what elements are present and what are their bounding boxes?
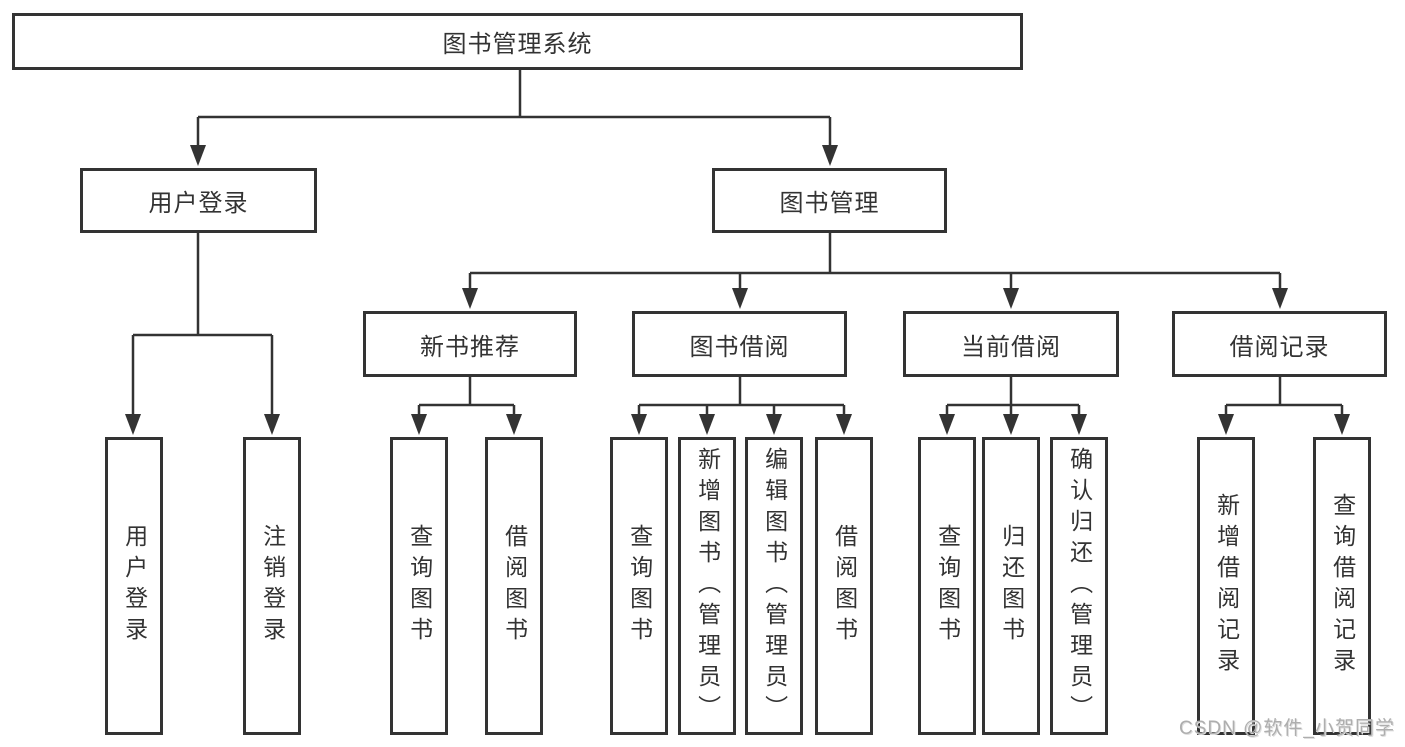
leaf-edit-book-admin: 编辑图书（管理员） — [745, 437, 803, 735]
node-label: 当前借阅 — [961, 333, 1061, 361]
leaf-add-borrow-record: 新增借阅记录 — [1197, 437, 1255, 735]
leaf-label: 注销登录 — [259, 524, 286, 648]
leaf-return-books: 归还图书 — [982, 437, 1040, 735]
node-book-borrowing: 图书借阅 — [632, 311, 847, 377]
leaf-query-borrow-record: 查询借阅记录 — [1313, 437, 1371, 735]
leaf-label: 借阅图书 — [831, 524, 858, 648]
leaf-logout: 注销登录 — [243, 437, 301, 735]
leaf-borrow-books-2: 借阅图书 — [815, 437, 873, 735]
node-book-management: 图书管理 — [712, 168, 947, 233]
leaf-label: 借阅图书 — [501, 524, 528, 648]
node-user-login: 用户登录 — [80, 168, 317, 233]
node-library-management-system: 图书管理系统 — [12, 13, 1023, 70]
connector-book-management-to-level3 — [462, 233, 1288, 309]
watermark-csdn: CSDN @软件_小贺同学 — [1179, 718, 1395, 739]
leaf-label: 新增图书（管理员） — [694, 446, 721, 726]
connector-new-book-to-leaves — [411, 377, 522, 435]
leaf-label: 查询图书 — [626, 524, 653, 648]
node-label: 图书管理系统 — [442, 31, 593, 58]
leaf-label: 确认归还（管理员） — [1066, 446, 1093, 726]
leaf-query-books-1: 查询图书 — [390, 437, 448, 735]
leaf-label: 新增借阅记录 — [1213, 493, 1240, 679]
leaf-borrow-books-1: 借阅图书 — [485, 437, 543, 735]
leaf-label: 用户登录 — [121, 524, 148, 648]
node-label: 图书管理 — [779, 190, 880, 217]
connector-current-borrowing-to-leaves — [939, 377, 1087, 435]
connector-borrow-records-to-leaves — [1218, 377, 1350, 435]
node-new-book-recommendation: 新书推荐 — [363, 311, 577, 377]
leaf-label: 查询借阅记录 — [1329, 493, 1356, 679]
leaf-label: 编辑图书（管理员） — [761, 446, 788, 726]
node-current-borrowing: 当前借阅 — [903, 311, 1119, 377]
leaf-add-book-admin: 新增图书（管理员） — [678, 437, 736, 735]
leaf-confirm-return-admin: 确认归还（管理员） — [1050, 437, 1108, 735]
node-label: 借阅记录 — [1229, 333, 1330, 361]
leaf-label: 归还图书 — [998, 524, 1025, 648]
node-label: 图书借阅 — [689, 333, 790, 361]
node-label: 新书推荐 — [420, 333, 520, 361]
node-borrow-records: 借阅记录 — [1172, 311, 1387, 377]
connector-book-borrowing-to-leaves — [631, 377, 852, 435]
leaf-user-login: 用户登录 — [105, 437, 163, 735]
connector-root-to-level2 — [190, 70, 838, 166]
node-label: 用户登录 — [148, 190, 249, 217]
leaf-query-books-2: 查询图书 — [610, 437, 668, 735]
leaf-query-books-3: 查询图书 — [918, 437, 976, 735]
connector-user-login-to-leaves — [125, 233, 280, 435]
leaf-label: 查询图书 — [406, 524, 433, 648]
leaf-label: 查询图书 — [934, 524, 961, 648]
